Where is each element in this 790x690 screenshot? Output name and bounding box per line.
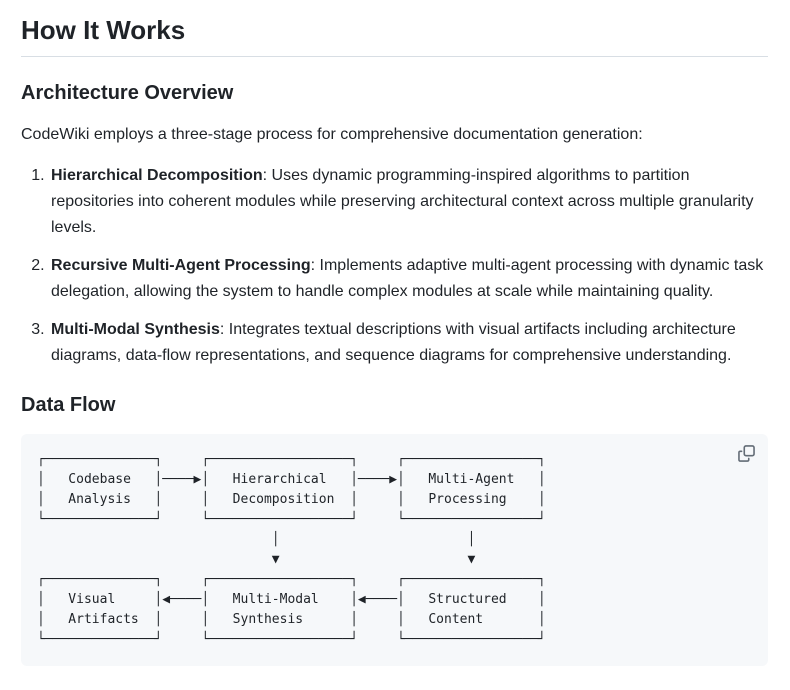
copy-button[interactable] xyxy=(732,440,760,468)
step-term: Recursive Multi-Agent Processing xyxy=(51,257,311,275)
page-title: How It Works xyxy=(21,14,768,57)
architecture-intro: CodeWiki employs a three-stage process f… xyxy=(21,125,643,143)
step-desc: : Uses dynamic programming-inspired algo… xyxy=(51,167,754,237)
ascii-flow-diagram: ┌──────────────┐ ┌──────────────────┐ ┌─… xyxy=(37,451,546,647)
list-item: Multi-Modal Synthesis: Integrates textua… xyxy=(49,317,768,369)
copy-icon xyxy=(737,445,755,463)
list-item: Hierarchical Decomposition: Uses dynamic… xyxy=(49,163,768,241)
section-heading-data-flow: Data Flow xyxy=(21,393,116,416)
step-term: Hierarchical Decomposition xyxy=(51,167,263,185)
list-item: Recursive Multi-Agent Processing: Implem… xyxy=(49,253,768,305)
section-heading-architecture-overview: Architecture Overview xyxy=(21,81,234,104)
step-desc: : Implements adaptive multi-agent proces… xyxy=(51,257,764,301)
code-block: ┌──────────────┐ ┌──────────────────┐ ┌─… xyxy=(21,433,768,666)
code-block-pre: ┌──────────────┐ ┌──────────────────┐ ┌─… xyxy=(21,433,768,666)
step-term: Multi-Modal Synthesis xyxy=(51,320,220,338)
step-desc: : Integrates textual descriptions with v… xyxy=(51,320,736,364)
process-steps-list: Hierarchical Decomposition: Uses dynamic… xyxy=(21,163,768,368)
